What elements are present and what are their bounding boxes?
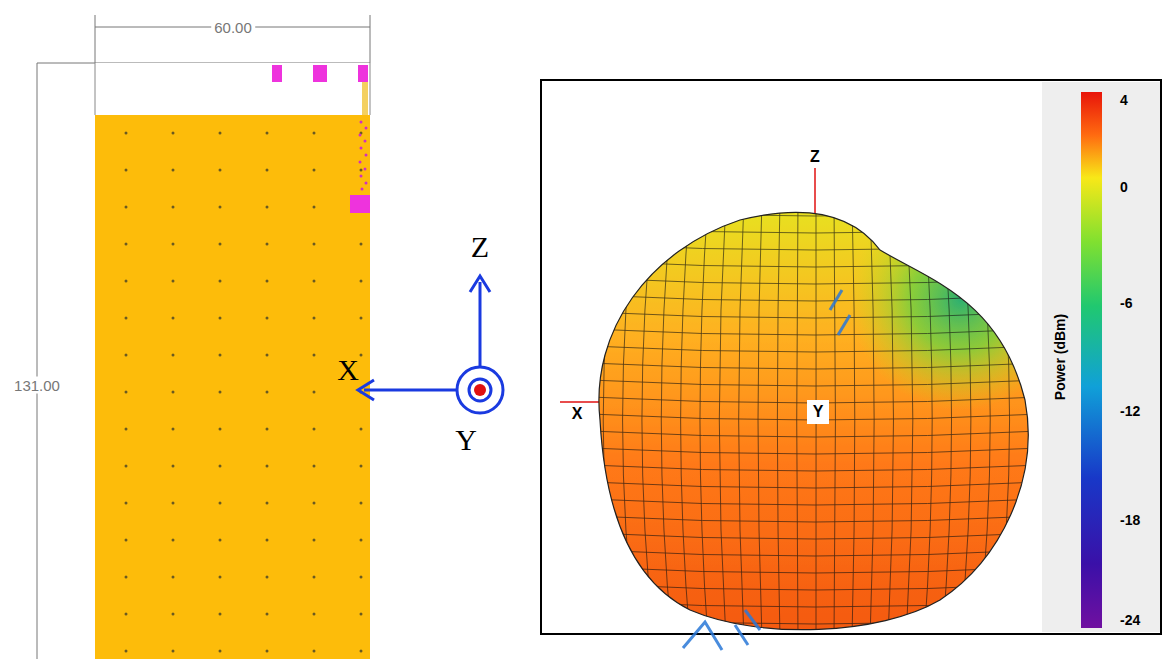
axis-label: X	[337, 355, 359, 385]
colorbar-tick: -18	[1120, 513, 1140, 527]
axis-label: Z	[471, 232, 489, 262]
colorbar-tick: -24	[1120, 613, 1140, 627]
colorbar-title: Power (dBm)	[1053, 314, 1067, 400]
axis-label: Y	[455, 425, 477, 455]
axis-label: Y	[813, 404, 824, 420]
dimension-label: 131.00	[11, 377, 63, 394]
colorbar-tick: -6	[1120, 296, 1132, 310]
colorbar-tick: -12	[1120, 404, 1140, 418]
axis-label: Z	[810, 149, 820, 165]
dimension-label: 60.00	[211, 19, 255, 36]
colorbar-tick: 0	[1120, 180, 1128, 194]
axis-label: X	[572, 406, 583, 422]
colorbar-tick: 4	[1120, 93, 1128, 107]
